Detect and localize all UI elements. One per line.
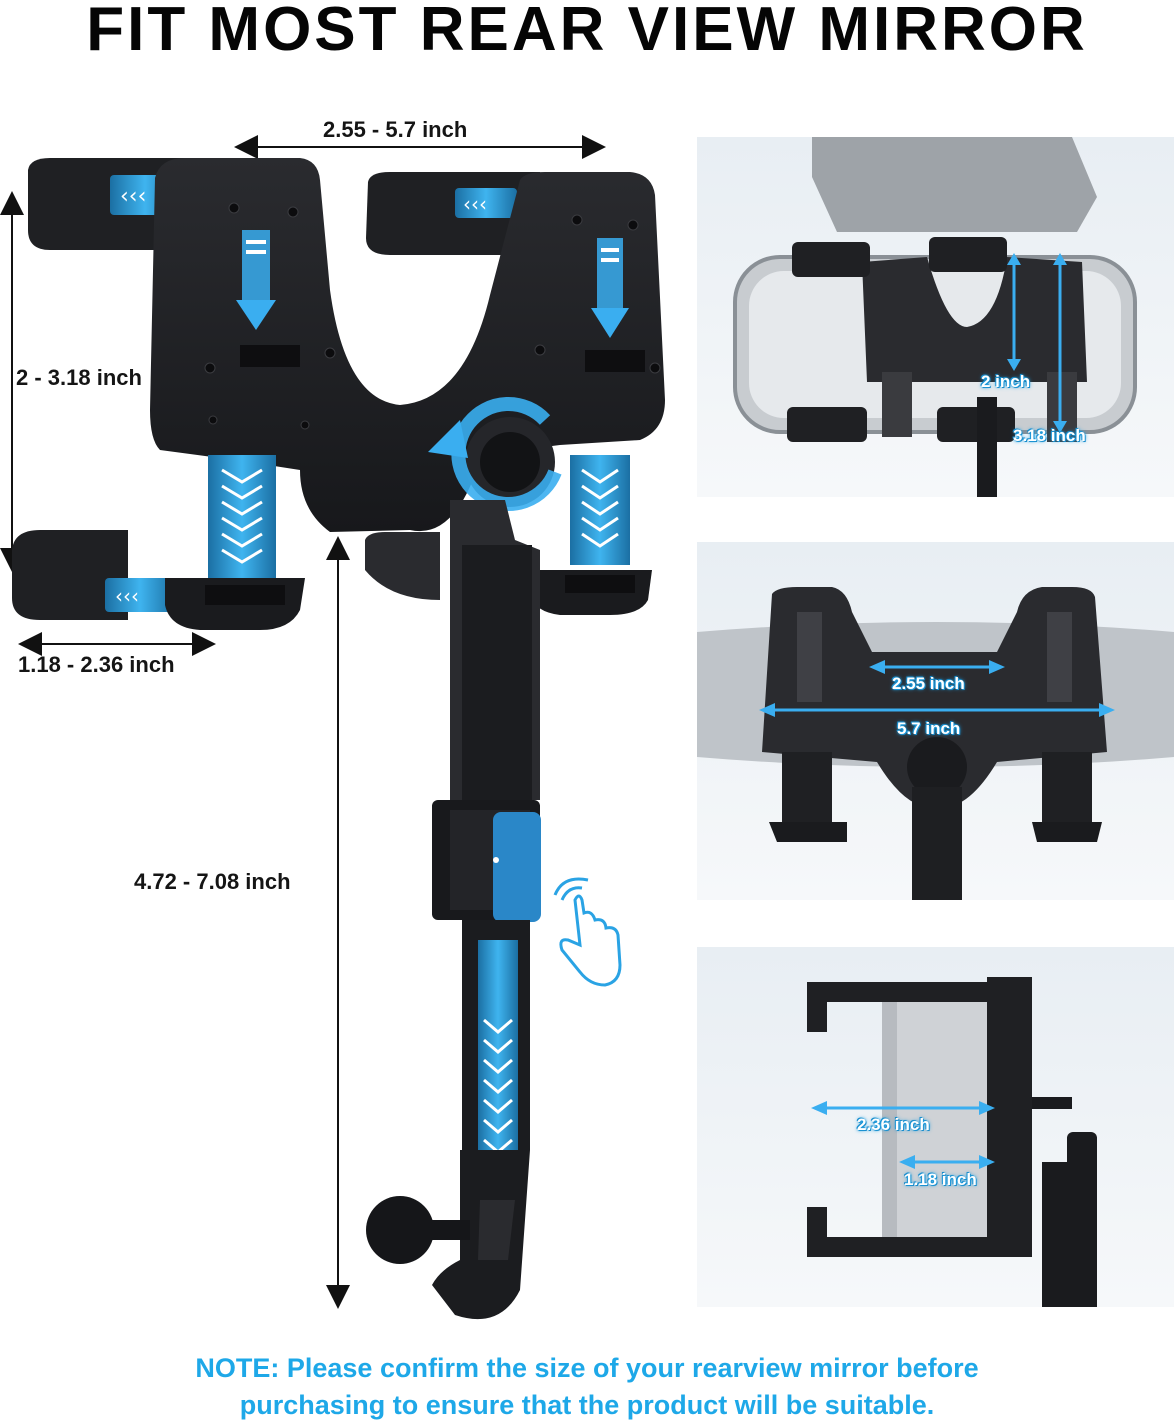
bottom-left-clip: ‹‹‹ <box>12 530 305 630</box>
arm-length-label: 4.72 - 7.08 inch <box>134 869 291 894</box>
release-button <box>493 812 541 922</box>
arrow-down-icon <box>591 238 629 338</box>
purchase-note: NOTE: Please confirm the size of your re… <box>0 1350 1174 1424</box>
mirror-height-panel: 2 inch 3.18 inch <box>697 137 1174 497</box>
mirror-width-panel: 2.55 inch 5.7 inch <box>697 542 1174 900</box>
mirror-depth-min-label: 1.18 inch <box>904 1170 977 1189</box>
adjust-knob <box>465 417 555 507</box>
tap-hand-icon <box>553 877 622 987</box>
extension-arm <box>366 500 541 1320</box>
rotate-arrow-icon <box>428 397 562 511</box>
svg-text:‹‹‹: ‹‹‹ <box>115 584 139 608</box>
width-range-label: 2.55 - 5.7 inch <box>323 117 468 142</box>
chevron-icon: ‹‹‹ <box>120 184 146 209</box>
height-range-label: 2 - 3.18 inch <box>16 365 142 390</box>
mirror-width-min-label: 2.55 inch <box>892 674 965 693</box>
svg-text:‹‹‹: ‹‹‹ <box>463 192 487 216</box>
page-title: FIT MOST REAR VIEW MIRROR <box>86 0 1088 64</box>
note-line-2: purchasing to ensure that the product wi… <box>239 1390 935 1420</box>
right-blue-slider <box>570 455 630 565</box>
note-line-1: NOTE: Please confirm the size of your re… <box>195 1353 979 1383</box>
mirror-depth-max-label: 2.36 inch <box>857 1115 930 1134</box>
mirror-height-max-label: 3.18 inch <box>1013 426 1086 445</box>
mirror-height-min-label: 2 inch <box>981 372 1031 391</box>
mirror-depth-panel: 2.36 inch 1.18 inch <box>697 947 1174 1307</box>
left-blue-slider <box>208 455 276 585</box>
product-illustration: ‹‹‹ ‹‹‹ <box>0 135 665 1320</box>
bottom-right-clip <box>365 532 652 615</box>
arrow-down-icon <box>236 230 276 330</box>
mirror-width-max-label: 5.7 inch <box>897 719 961 738</box>
depth-range-label: 1.18 - 2.36 inch <box>18 652 175 677</box>
top-right-clip: ‹‹‹ <box>366 172 540 255</box>
